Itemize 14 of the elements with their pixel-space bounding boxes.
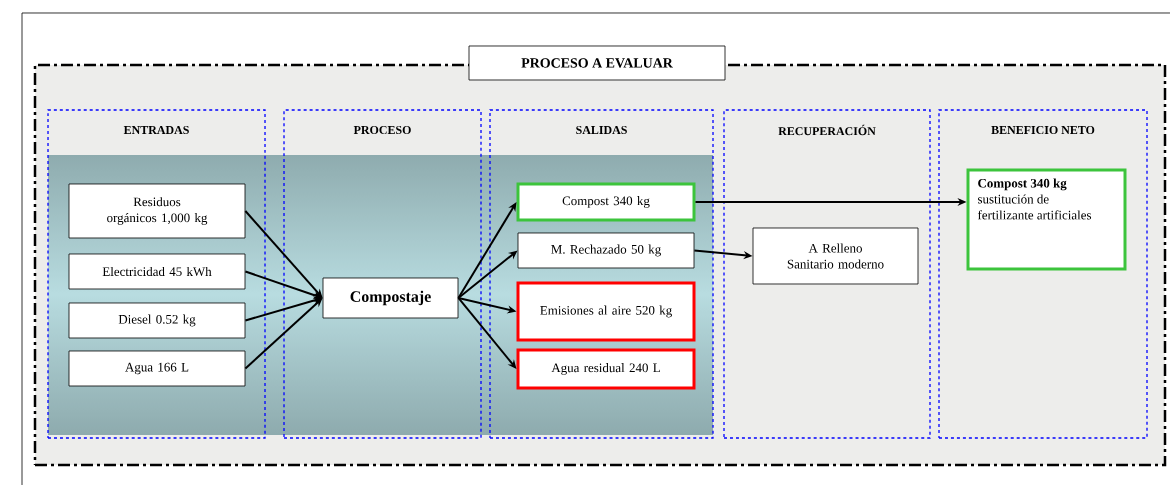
process-box: Compost 340 kg [516, 182, 696, 222]
arrow [457, 202, 517, 299]
process-box: A Relleno Sanitario moderno [752, 227, 919, 285]
arrow [457, 297, 517, 369]
process-box: Compost 340 kg sustitución de fertilizante artificiales [966, 168, 1127, 271]
arrow [244, 210, 323, 298]
process-box: Residuos orgánicos 1,000 kg [68, 183, 246, 239]
process-box: Agua 166 L [68, 350, 246, 387]
process-box: Diesel 0.52 kg [68, 302, 246, 339]
process-box: Agua residual 240 L [516, 348, 696, 390]
process-box: Emisiones al aire 520 kg [516, 281, 696, 342]
process-box: Electricidad 45 kWh [68, 253, 246, 290]
process-box: M. Rechazado 50 kg [517, 232, 695, 269]
process-box: Compostaje [322, 277, 459, 319]
